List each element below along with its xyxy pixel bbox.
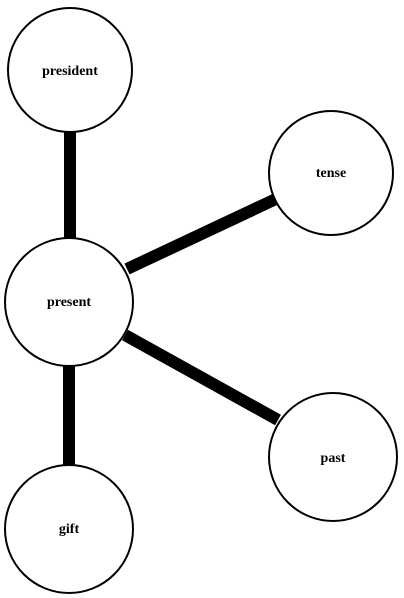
node-label: president bbox=[42, 64, 98, 79]
node-present: present bbox=[4, 237, 134, 367]
node-label: tense bbox=[316, 166, 346, 181]
node-circle bbox=[7, 7, 133, 133]
edges bbox=[63, 132, 281, 465]
node-circle bbox=[4, 237, 134, 367]
node-tense: tense bbox=[268, 110, 394, 236]
node-label: present bbox=[47, 295, 91, 310]
edge-present-tense bbox=[124, 192, 281, 275]
node-label: gift bbox=[59, 522, 80, 537]
node-circle bbox=[4, 464, 134, 594]
node-label: past bbox=[321, 451, 346, 466]
node-circle bbox=[268, 392, 398, 522]
node-past: past bbox=[268, 392, 398, 522]
node-gift: gift bbox=[4, 464, 134, 594]
node-circle bbox=[268, 110, 394, 236]
edge-present-past bbox=[122, 329, 281, 426]
node-president: president bbox=[7, 7, 133, 133]
